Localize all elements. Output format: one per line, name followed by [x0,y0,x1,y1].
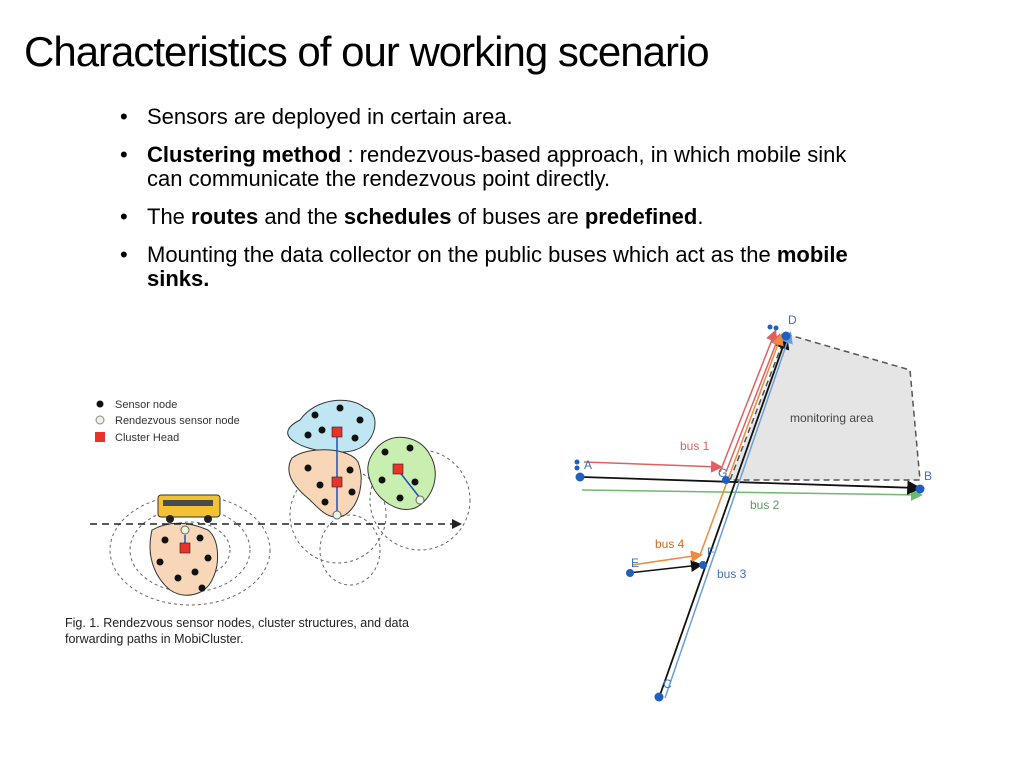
cluster-heads [179,426,404,554]
bullet-text: . [697,204,704,229]
rendezvous-node-legend-icon [95,415,105,425]
point-labels: A B C D E F G [584,313,932,691]
point-C-label: C [663,677,672,691]
bus-icon [157,494,221,523]
bus-path-arrow [90,519,462,529]
cluster-head-legend-icon [95,432,105,442]
bullet-dot: • [120,142,128,167]
bus3-route [664,331,793,699]
bullet-bold-text: routes [191,204,259,229]
figure-caption-line2: forwarding paths in MobiCluster. [65,632,244,646]
sensor-nodes [156,404,419,592]
figure-legend: Sensor node Rendezvous sensor node Clust… [95,399,240,444]
bullet-bold-text: schedules [343,204,452,229]
point-F-label: F [707,545,714,559]
slide-title: Characteristics of our working scenario [24,28,710,75]
sensor-node-legend-icon [96,400,104,408]
point-A-label: A [584,458,592,472]
legend-rendezvous-node: Rendezvous sensor node [115,415,240,427]
monitoring-area-label: monitoring area [790,411,874,425]
bullet-bold-text: predefined [584,204,698,229]
point-E-label: E [631,556,639,570]
bullet-text: Sensors are deployed in certain area. [147,104,513,129]
bullet-text: : rendezvous-based approach, in which mo… [147,142,847,191]
bullet-item: • Mounting the data collector on the publ… [120,243,880,291]
route-nodes [574,324,925,702]
bus2-label: bus 2 [750,498,780,512]
bullet-list: • Sensors are deployed in certain area. •… [120,105,880,305]
figure-caption-line1: Fig. 1. Rendezvous sensor nodes, cluster… [65,616,409,630]
orange-cluster [288,449,362,518]
legend-cluster-head: Cluster Head [115,432,179,444]
bus2-route [581,488,923,501]
monitoring-area [728,333,921,481]
bullet-item: • The routes and the schedules of buses a… [120,205,880,229]
bullet-dot: • [120,204,128,229]
legend-sensor-node: Sensor node [115,399,177,411]
bus3-label: bus 3 [717,567,747,581]
point-G-label: G [718,466,727,480]
point-D-label: D [788,313,797,327]
bullet-text: Mounting the data collector on the publi… [147,242,777,267]
bullet-bold-text: Clustering method [147,142,342,167]
bus1-label: bus 1 [680,439,710,453]
bullet-text: of buses are [451,204,585,229]
mobicluster-figure: Sensor node Rendezvous sensor node Clust… [65,399,471,646]
rendezvous-nodes [180,495,425,535]
blue-cluster [287,399,376,453]
bullet-item: • Sensors are deployed in certain area. [120,105,880,129]
bullet-bold-text: mobile sinks. [147,242,848,291]
bullet-dot: • [120,104,128,129]
bullet-dot: • [120,242,128,267]
point-B-label: B [924,469,932,483]
black-route [581,334,922,696]
bus1-route [583,329,782,473]
bus4-label: bus 4 [655,537,685,551]
bullet-text: and the [258,204,344,229]
bus4-route [631,333,784,566]
bullet-item: • Clustering method : rendezvous-based ap… [120,143,880,191]
bus-routes-figure: monitoring area bus 1 bus 2 bus 3 bus 4 … [574,313,932,702]
bullet-text: The [147,204,192,229]
